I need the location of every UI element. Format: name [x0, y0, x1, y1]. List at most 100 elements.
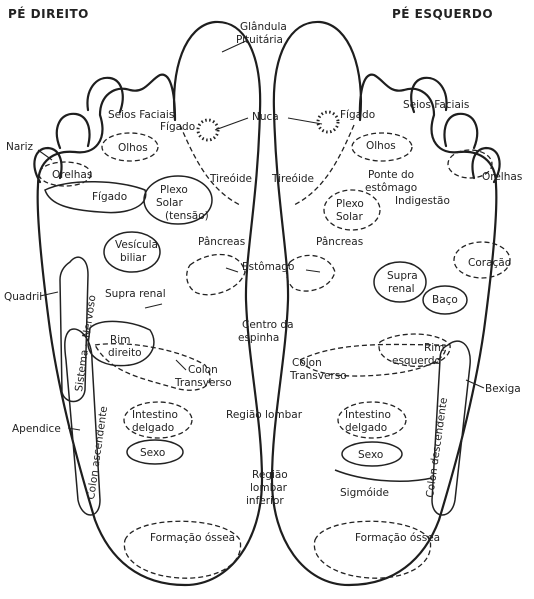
label-plexo-right: Plexo: [160, 184, 188, 196]
label-glandula: Glândula: [240, 21, 287, 33]
right-kidney-zone: [87, 320, 155, 367]
right-pancreas-zone: [186, 253, 246, 296]
left-kidney-zone: [378, 333, 451, 367]
right-toe-outline-1: [86, 76, 124, 114]
label-delgado-right: delgado: [132, 422, 174, 434]
leader-nuca-left: [287, 117, 323, 125]
label-solar-right: Solar: [156, 197, 183, 209]
right-bone-formation-zone: [123, 520, 242, 579]
left-foot-sole-outline: [270, 20, 498, 587]
label-seios-faciais-right: Seios Faciais: [108, 109, 174, 121]
leader-nuca-right: [214, 117, 249, 131]
label-tensao-right: (tensão): [165, 210, 209, 222]
leader-lines: [37, 39, 485, 431]
label-supra-left: Supra: [387, 270, 418, 282]
left-toe-outline-3: [471, 146, 501, 184]
right-foot-sole-outline: [36, 20, 264, 587]
right-eyes-zone: [101, 132, 159, 162]
label-intestino-right: Intestino: [132, 409, 178, 421]
left-pancreas-zone: [285, 254, 336, 292]
label-rim-left: Rim: [424, 342, 444, 354]
label-transverso-left: Transverso: [289, 370, 347, 382]
label-figado-right: Fígado: [92, 191, 127, 203]
label-apendice: Apendice: [12, 423, 61, 435]
right-foot: [33, 20, 264, 587]
label-inferior: inferior: [246, 495, 284, 507]
label-plexo-left: Plexo: [336, 198, 364, 210]
label-estomago: Estômago: [242, 261, 294, 273]
right-liver-zone: [44, 181, 147, 214]
right-toe-outline-2: [55, 112, 91, 150]
right-toe-outline-3: [33, 146, 63, 184]
label-figado-small-right: Fígado: [160, 121, 195, 133]
right-small-intestine-zone: [123, 401, 193, 439]
left-adrenal-zone: [373, 261, 427, 303]
label-orelhas-left: Orelhas: [482, 171, 522, 183]
label-vesicula: Vesícula: [115, 239, 158, 251]
label-formacao-ossea-right: Formação óssea: [150, 532, 235, 544]
label-formacao-ossea-left: Formação óssea: [355, 532, 440, 544]
leader-estomago-l: [305, 269, 321, 273]
label-colon-descendente: Colon descendente: [424, 397, 450, 499]
label-olhos-right: Olhos: [118, 142, 148, 154]
leader-pituitary: [221, 39, 249, 53]
left-solar-plexus-zone: [323, 189, 381, 231]
left-foot: [270, 20, 511, 587]
label-pancreas-left: Pâncreas: [316, 236, 363, 248]
label-coracao: Coração: [468, 257, 511, 269]
right-nervous-system-zone: [59, 256, 89, 403]
label-nariz: Nariz: [6, 141, 34, 153]
left-ears-zone: [447, 149, 493, 179]
label-pituitaria: Pituitária: [236, 34, 283, 46]
leader-bexiga: [465, 379, 485, 389]
label-colon-right: Colon: [188, 364, 218, 376]
label-solar-left: Solar: [336, 211, 363, 223]
label-biliar: biliar: [120, 252, 147, 264]
label-sigmoide: Sigmóide: [340, 487, 389, 499]
right-foot-title: PÉ DIREITO: [8, 6, 89, 21]
label-lombar: lombar: [250, 482, 288, 494]
right-sex-zone: [126, 439, 184, 465]
leader-nariz: [37, 149, 53, 161]
label-pancreas-right: Pâncreas: [198, 236, 245, 248]
label-tireoide-right: Tireóide: [209, 173, 252, 185]
label-ponte-do: Ponte do: [368, 169, 414, 181]
leader-supra: [144, 303, 163, 309]
leader-apendice: [67, 427, 81, 431]
label-olhos-left: Olhos: [366, 140, 396, 152]
left-toe-outline-2: [443, 112, 479, 150]
label-orelhas-right: Orelhas: [52, 169, 92, 181]
label-figado-small-left: Fígado: [340, 109, 375, 121]
label-regiao: Região: [252, 469, 288, 481]
label-nuca: Nuca: [252, 111, 279, 123]
left-toe-outline-1: [410, 76, 448, 114]
left-spleen-zone: [422, 285, 468, 315]
label-estomago-small: estômago: [365, 182, 417, 194]
leader-quadril: [39, 291, 59, 297]
leader-colon-r: [175, 359, 187, 371]
label-renal-left: renal: [388, 283, 415, 295]
left-sigmoid-zone: [334, 469, 433, 482]
label-espinha: espinha: [238, 332, 279, 344]
left-neck-liver-dash: [293, 124, 355, 206]
label-tireoide-left: Tireóide: [271, 173, 314, 185]
label-intestino-left: Intestino: [345, 409, 391, 421]
right-liver-spike: [196, 118, 220, 142]
label-transverso-right: Transverso: [174, 377, 232, 389]
right-ascending-colon-zone: [64, 328, 101, 516]
right-solar-plexus-zone: [143, 175, 213, 225]
label-baco: Baço: [432, 294, 458, 306]
left-sex-zone: [341, 441, 403, 467]
right-ears-zone: [38, 161, 92, 187]
labels: PÉ DIREITO PÉ ESQUERDO Glândula Pituitár…: [4, 6, 522, 544]
label-seios-faciais-left: Seios Faciais: [403, 99, 469, 111]
left-bone-formation-zone: [313, 520, 432, 579]
label-colon-left: Colon: [292, 357, 322, 369]
label-quadril: Quadril: [4, 291, 42, 303]
label-sexo-right: Sexo: [140, 447, 165, 459]
label-centro-da: Centro da: [242, 319, 294, 331]
label-sistema-nervoso: Sistema – Nervoso: [73, 294, 98, 392]
left-foot-title: PÉ ESQUERDO: [392, 6, 493, 21]
label-regiao-lombar: Região lombar: [226, 409, 303, 421]
